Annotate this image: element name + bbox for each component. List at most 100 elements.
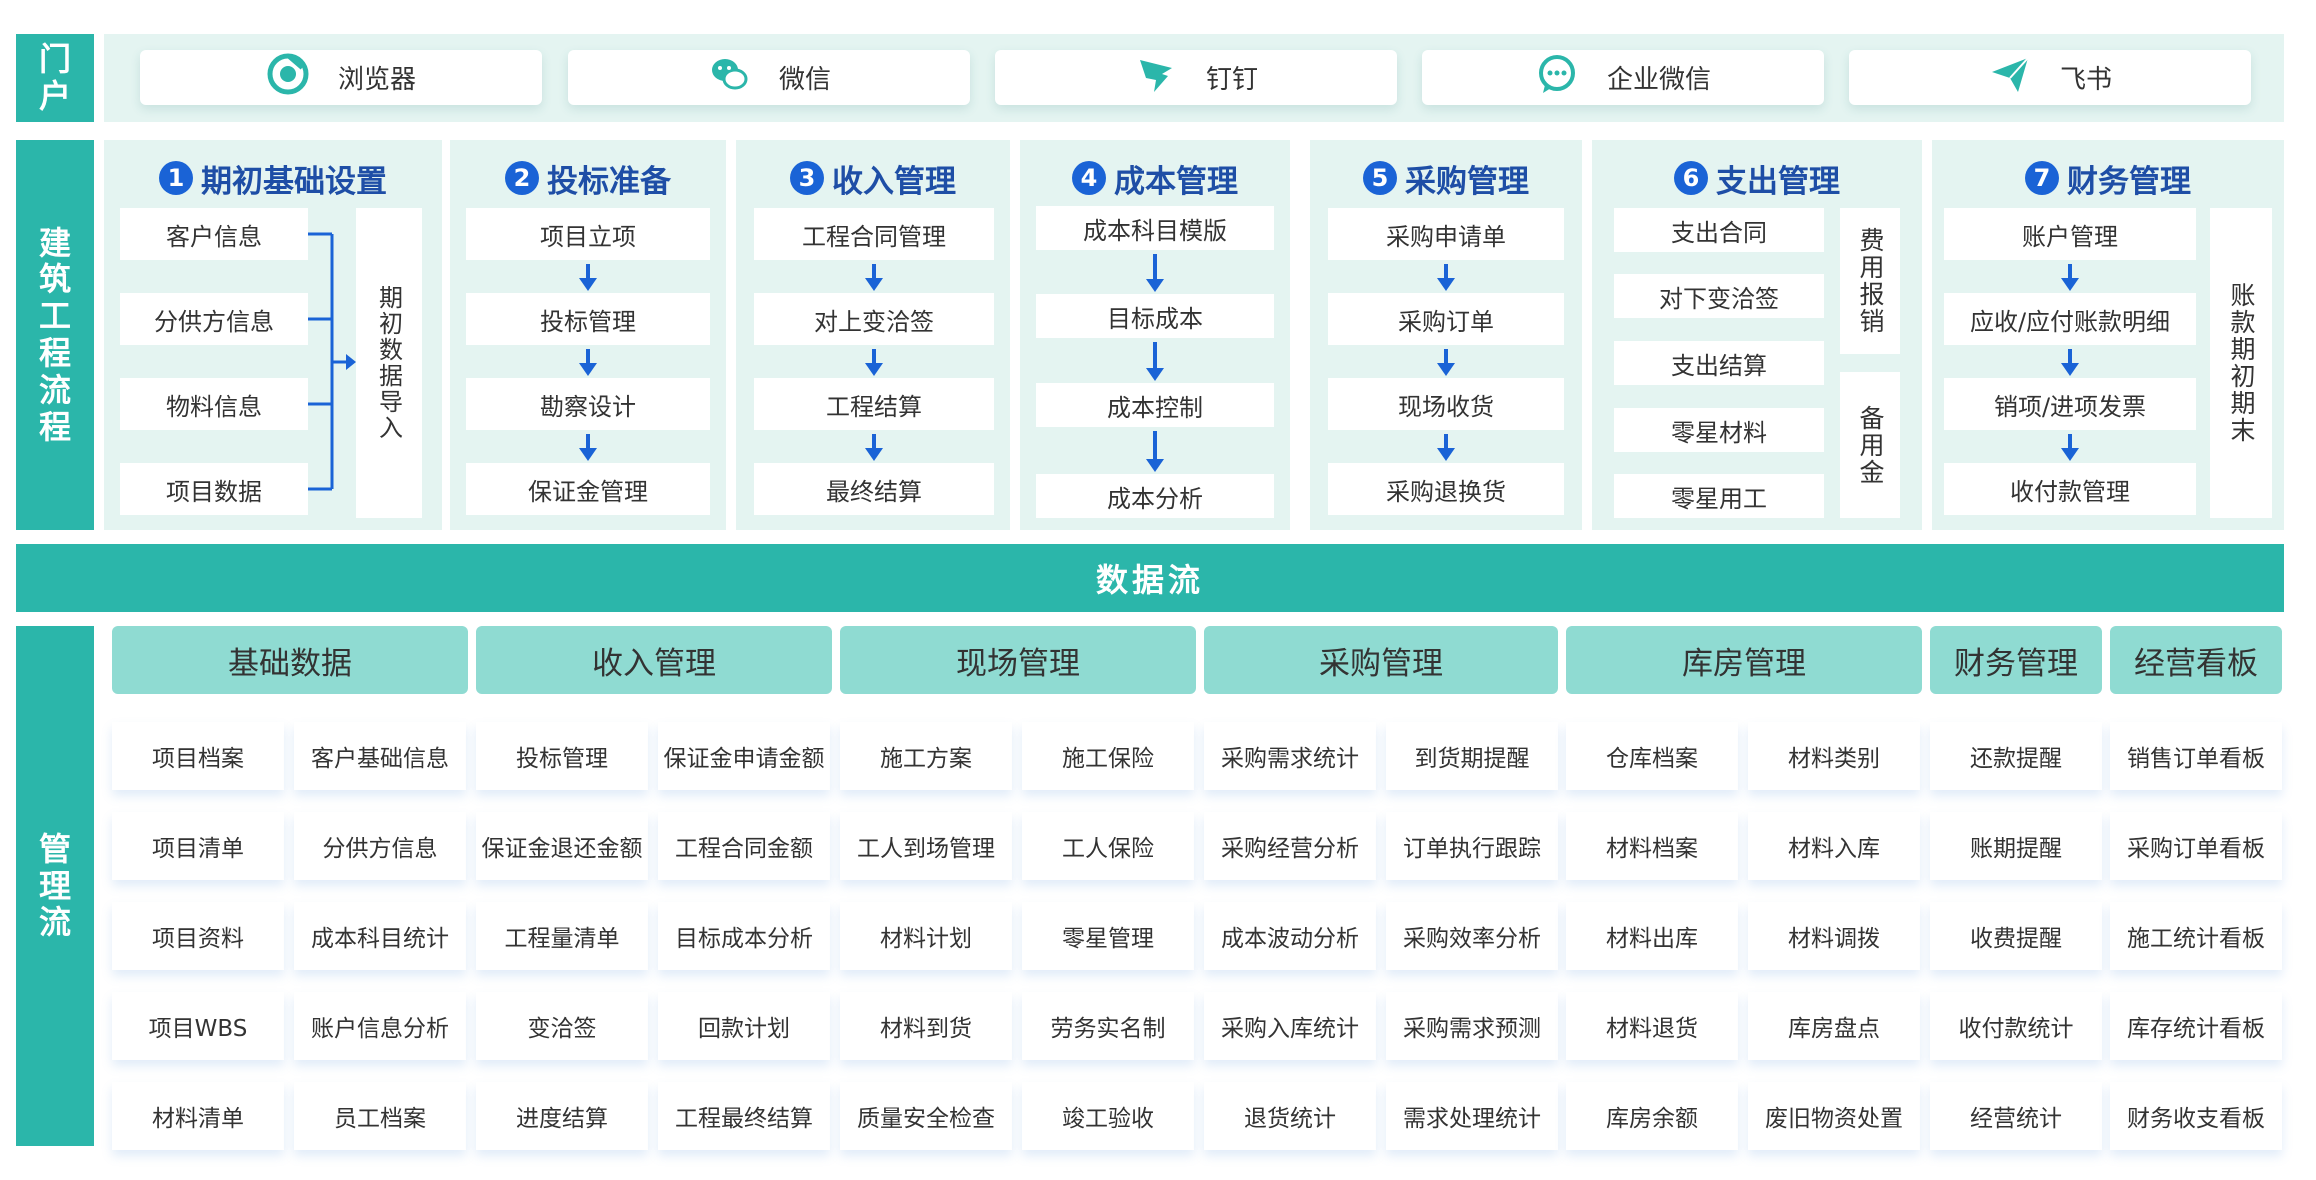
mgmt-cell: 销售订单看板: [2110, 722, 2282, 790]
workflow-item: 最终结算: [754, 463, 994, 515]
mgmt-cell: 库房余额: [1566, 1082, 1738, 1150]
section-title-text: 期初基础设置: [201, 163, 387, 200]
workflow-item: 对下变洽签: [1614, 274, 1824, 318]
workflow-item: 对上变洽签: [754, 293, 994, 345]
mgmt-cell: 材料类别: [1748, 722, 1920, 790]
mgmt-cell: 废旧物资处置: [1748, 1082, 1920, 1150]
label-char: 理: [38, 866, 71, 905]
section-title: 7 财务管理: [1932, 156, 2284, 200]
portal-item-label: 浏览器: [337, 65, 416, 95]
section-number: 2: [505, 161, 539, 195]
mgmt-cell: 采购效率分析: [1386, 902, 1558, 970]
label-char: 建: [38, 223, 71, 262]
mgmt-cell: 保证金退还金额: [476, 812, 648, 880]
label-char: 流: [38, 903, 71, 942]
arrow-head-icon: [865, 363, 883, 376]
arrow-down-icon: [1444, 434, 1448, 449]
mgmt-cell: 采购需求预测: [1386, 992, 1558, 1060]
section-title-text: 投标准备: [547, 163, 671, 200]
mgmt-cell: 工程量清单: [476, 902, 648, 970]
mgmt-cell: 保证金申请金额: [658, 722, 830, 790]
workflow-item: 成本分析: [1036, 474, 1274, 518]
section-title-text: 支出管理: [1716, 163, 1840, 200]
portal-wechat-button[interactable]: 微信: [568, 50, 970, 105]
mgmt-cell: 采购入库统计: [1204, 992, 1376, 1060]
arrow-head-icon: [2061, 278, 2079, 291]
arrow-down-icon: [1153, 431, 1157, 460]
mgmt-cell: 进度结算: [476, 1082, 648, 1150]
workflow-item: 应收/应付账款明细: [1944, 293, 2196, 345]
portal-item-label: 微信: [778, 65, 831, 95]
arrow-head-icon: [1146, 279, 1164, 292]
arrow-down-icon: [1444, 349, 1448, 364]
mgmt-cell: 材料调拨: [1748, 902, 1920, 970]
portal-browser-button[interactable]: 浏览器: [140, 50, 542, 105]
workflow-item: 采购申请单: [1328, 208, 1564, 260]
mgmt-cell: 劳务实名制: [1022, 992, 1194, 1060]
arrow-down-icon: [586, 434, 590, 449]
arrow-down-icon: [872, 349, 876, 364]
workflow-side-box: 备用金: [1840, 372, 1900, 518]
mgmt-header-income: 收入管理: [476, 626, 832, 694]
mgmt-cell: 变洽签: [476, 992, 648, 1060]
browser-icon: [266, 52, 310, 103]
section-title: 2 投标准备: [450, 156, 726, 200]
mgmt-cell: 投标管理: [476, 722, 648, 790]
section-number: 3: [790, 161, 824, 195]
workflow-side-box: 期初数据导入: [356, 208, 422, 518]
workflow-label: 建筑工程流程: [16, 140, 94, 530]
mgmt-cell: 项目档案: [112, 722, 284, 790]
mgmt-cell: 材料出库: [1566, 902, 1738, 970]
workflow-item: 零星用工: [1614, 474, 1824, 518]
mgmt-cell: 材料档案: [1566, 812, 1738, 880]
mgmt-cell: 材料入库: [1748, 812, 1920, 880]
mgmt-cell: 库存统计看板: [2110, 992, 2282, 1060]
section-number: 7: [2025, 161, 2059, 195]
arrow-down-icon: [586, 264, 590, 279]
arrow-down-icon: [2068, 349, 2072, 364]
section-title: 3 收入管理: [736, 156, 1010, 200]
workflow-item: 投标管理: [466, 293, 710, 345]
arrow-down-icon: [586, 349, 590, 364]
workflow-item: 采购退换货: [1328, 463, 1564, 515]
mgmt-cell: 经营统计: [1930, 1082, 2102, 1150]
mgmt-cell: 工程合同金额: [658, 812, 830, 880]
mgmt-cell: 员工档案: [294, 1082, 466, 1150]
portal-label-char: 门户: [38, 40, 71, 115]
arrow-head-icon: [865, 278, 883, 291]
arrow-head-icon: [1437, 363, 1455, 376]
workflow-item: 保证金管理: [466, 463, 710, 515]
arrow-down-icon: [872, 434, 876, 449]
workflow-item: 收付款管理: [1944, 463, 2196, 515]
workflow-item: 目标成本: [1036, 294, 1274, 338]
workflow-item: 客户信息: [120, 208, 308, 260]
arrow-head-icon: [2061, 448, 2079, 461]
mgmt-cell: 成本科目统计: [294, 902, 466, 970]
mgmt-header-finance: 财务管理: [1930, 626, 2102, 694]
mgmt-cell: 客户基础信息: [294, 722, 466, 790]
feishu-icon: [1988, 52, 2032, 103]
mgmt-cell: 质量安全检查: [840, 1082, 1012, 1150]
portal-item-label: 企业微信: [1606, 65, 1711, 95]
label-char: 流: [38, 370, 71, 409]
section-title: 4 成本管理: [1020, 156, 1290, 200]
arrow-head-icon: [1146, 459, 1164, 472]
arrow-down-icon: [2068, 434, 2072, 449]
workflow-item: 成本科目模版: [1036, 206, 1274, 250]
arrow-head-icon: [1146, 368, 1164, 381]
section-title: 6 支出管理: [1592, 156, 1922, 200]
section-title: 1 期初基础设置: [104, 156, 442, 200]
arrow-head-icon: [1437, 448, 1455, 461]
arrow-down-icon: [2068, 264, 2072, 279]
portal-wecom-button[interactable]: 企业微信: [1422, 50, 1824, 105]
mgmt-header-purchase: 采购管理: [1204, 626, 1558, 694]
mgmt-cell: 库房盘点: [1748, 992, 1920, 1060]
mgmt-cell: 竣工验收: [1022, 1082, 1194, 1150]
arrow-down-icon: [1444, 264, 1448, 279]
portal-dingtalk-button[interactable]: 钉钉: [995, 50, 1397, 105]
mgmt-cell: 采购经营分析: [1204, 812, 1376, 880]
portal-feishu-button[interactable]: 飞书: [1849, 50, 2251, 105]
mgmt-header-basic-data: 基础数据: [112, 626, 468, 694]
section-number: 4: [1072, 161, 1106, 195]
mgmt-cell: 目标成本分析: [658, 902, 830, 970]
